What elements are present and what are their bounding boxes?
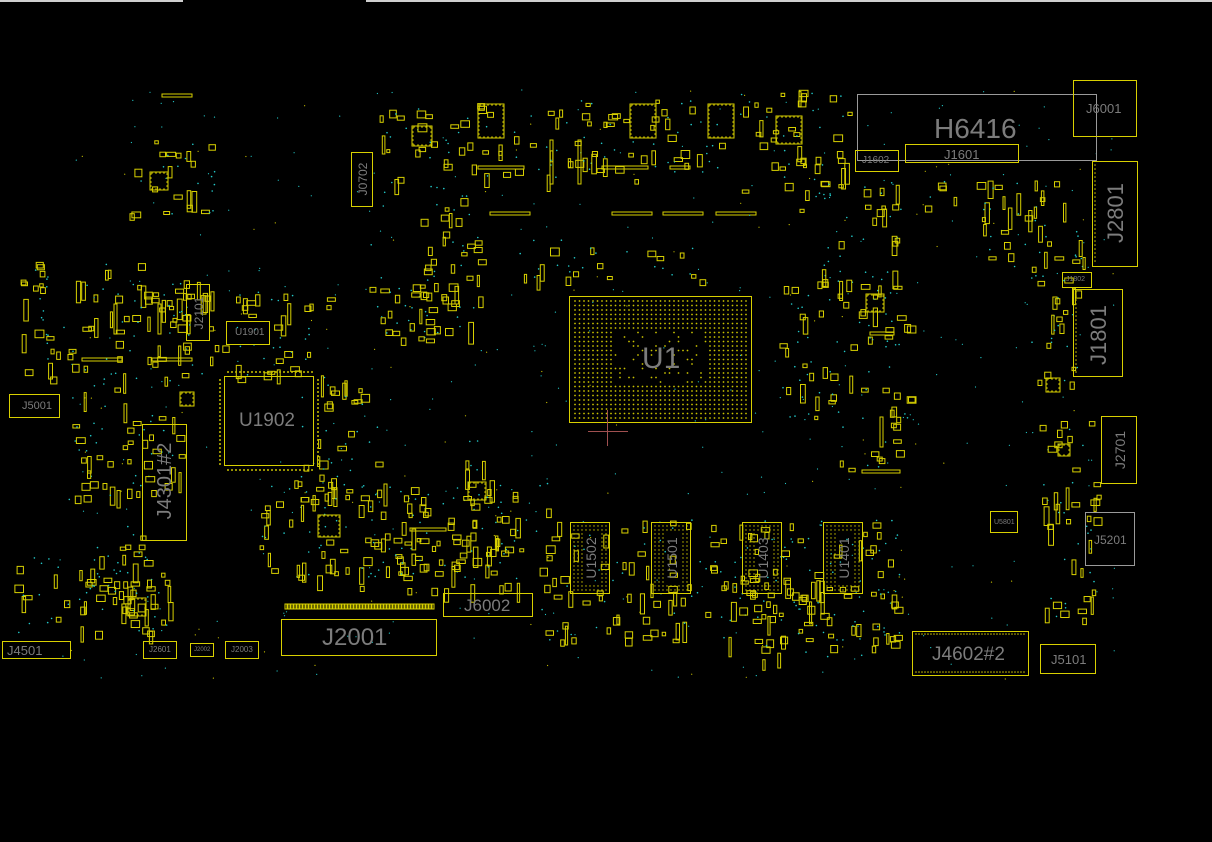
component-label: J5201 — [1094, 533, 1127, 547]
component-j1601[interactable]: J1601 — [905, 144, 1019, 163]
component-j4602-2[interactable]: J4602#2 — [912, 631, 1029, 676]
component-label: J1801 — [1086, 305, 1111, 365]
component-label: J2601 — [149, 645, 171, 654]
component-label: J2701 — [1112, 430, 1128, 470]
component-h6416[interactable]: H6416 — [857, 94, 1097, 161]
component-u1[interactable]: U1 — [569, 296, 752, 423]
component-label: J4301#2 — [154, 442, 176, 520]
component-u1901[interactable]: U1901 — [226, 321, 270, 345]
component-j1801[interactable]: J1801 — [1073, 289, 1123, 377]
component-label: J2101 — [192, 296, 206, 330]
component-label: U1502 — [583, 537, 599, 579]
component-label: U1 — [642, 342, 681, 375]
component-j2003[interactable]: J2003 — [225, 641, 259, 659]
component-label: J2002 — [194, 647, 211, 653]
component-u1902[interactable]: U1902 — [224, 376, 314, 466]
component-label: J0702 — [356, 162, 370, 196]
component-label: U1401 — [836, 537, 852, 579]
component-u1502[interactable]: U1502 — [570, 522, 610, 594]
component-u1403[interactable]: U1403 — [742, 522, 782, 594]
component-j2801[interactable]: J2801 — [1092, 161, 1138, 267]
component-j2601[interactable]: J2601 — [143, 641, 177, 659]
component-j6001[interactable]: J6001 — [1073, 80, 1137, 137]
component-label: U1901 — [235, 327, 265, 338]
component-label: U1501 — [664, 537, 680, 579]
toolbar-edge-left — [0, 0, 183, 2]
component-j5201[interactable]: J5201 — [1085, 512, 1135, 566]
crosshair-cursor-icon-vertical — [607, 410, 608, 446]
component-label: J1601 — [944, 147, 980, 162]
toolbar-edge-right — [366, 0, 1212, 2]
component-label: J2003 — [231, 645, 253, 654]
component-label: J5101 — [1051, 652, 1087, 667]
component-label: J2801 — [1103, 183, 1128, 243]
component-label: U1902 — [239, 410, 295, 431]
crosshair-cursor-icon — [588, 431, 628, 432]
component-j2002[interactable]: J2002 — [190, 643, 214, 657]
component-j1602[interactable]: J1602 — [855, 150, 899, 172]
component-label: J1802 — [1066, 276, 1086, 283]
component-u1501[interactable]: U1501 — [651, 522, 691, 594]
component-u1401[interactable]: U1401 — [823, 522, 863, 594]
component-j4301-2[interactable]: J4301#2 — [142, 424, 187, 541]
component-label: J1602 — [862, 155, 890, 166]
component-j2101[interactable]: J2101 — [186, 284, 210, 341]
component-label: J2001 — [322, 624, 388, 651]
component-u5801[interactable]: U5801 — [990, 511, 1018, 533]
component-j1802[interactable]: J1802 — [1062, 272, 1092, 288]
component-j5001[interactable]: J5001 — [9, 394, 60, 418]
component-j4501[interactable]: J4501 — [2, 641, 71, 659]
component-j5101[interactable]: J5101 — [1040, 644, 1096, 674]
component-label: J4602#2 — [932, 644, 1005, 665]
component-label: U1403 — [755, 537, 771, 579]
component-j0702[interactable]: J0702 — [351, 152, 373, 207]
component-label: J5001 — [22, 400, 52, 412]
component-j6002[interactable]: J6002 — [443, 593, 533, 617]
component-label: H6416 — [934, 113, 1017, 144]
component-j2001[interactable]: J2001 — [281, 619, 437, 656]
component-label: J6001 — [1086, 101, 1122, 116]
component-label: U5801 — [994, 519, 1015, 526]
component-label: J6002 — [464, 596, 511, 615]
component-label: J4501 — [7, 643, 43, 658]
component-j2701[interactable]: J2701 — [1101, 416, 1137, 484]
